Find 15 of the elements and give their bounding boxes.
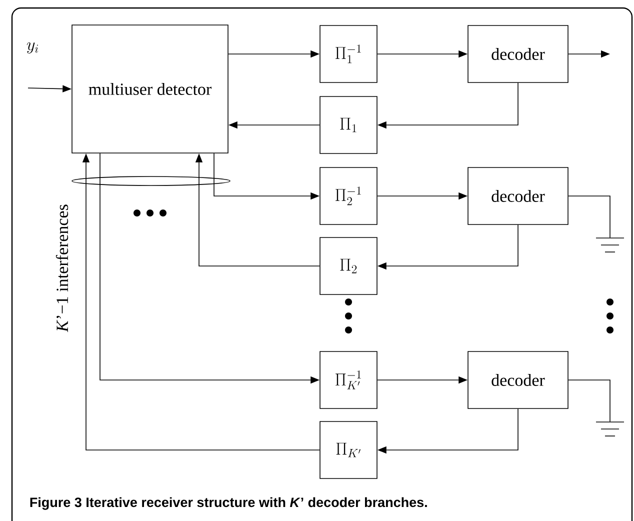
process-box: $\Pi_{1}$	[320, 96, 378, 154]
process-box: decoder	[468, 351, 568, 409]
process-box: decoder	[468, 167, 568, 225]
ground-symbol	[596, 238, 624, 252]
process-box: $\Pi_{K'}^{-1}$	[320, 351, 378, 409]
process-box: multiuser detector	[72, 24, 228, 154]
ground-symbol	[596, 422, 624, 436]
process-box: $\Pi_{2}^{-1}$	[320, 167, 378, 225]
signal-label: $y_{i}$	[26, 42, 38, 54]
bundle-label: K’−1 interferences	[56, 204, 68, 332]
process-box: $\Pi_{K'}$	[320, 421, 378, 479]
process-box: $\Pi_{1}^{-1}$	[320, 25, 378, 83]
process-box: $\Pi_{2}$	[320, 237, 378, 295]
process-box: decoder	[468, 25, 568, 83]
caption: Figure 3 Iterative receiver structure with K’ decoder branches.	[30, 497, 427, 510]
